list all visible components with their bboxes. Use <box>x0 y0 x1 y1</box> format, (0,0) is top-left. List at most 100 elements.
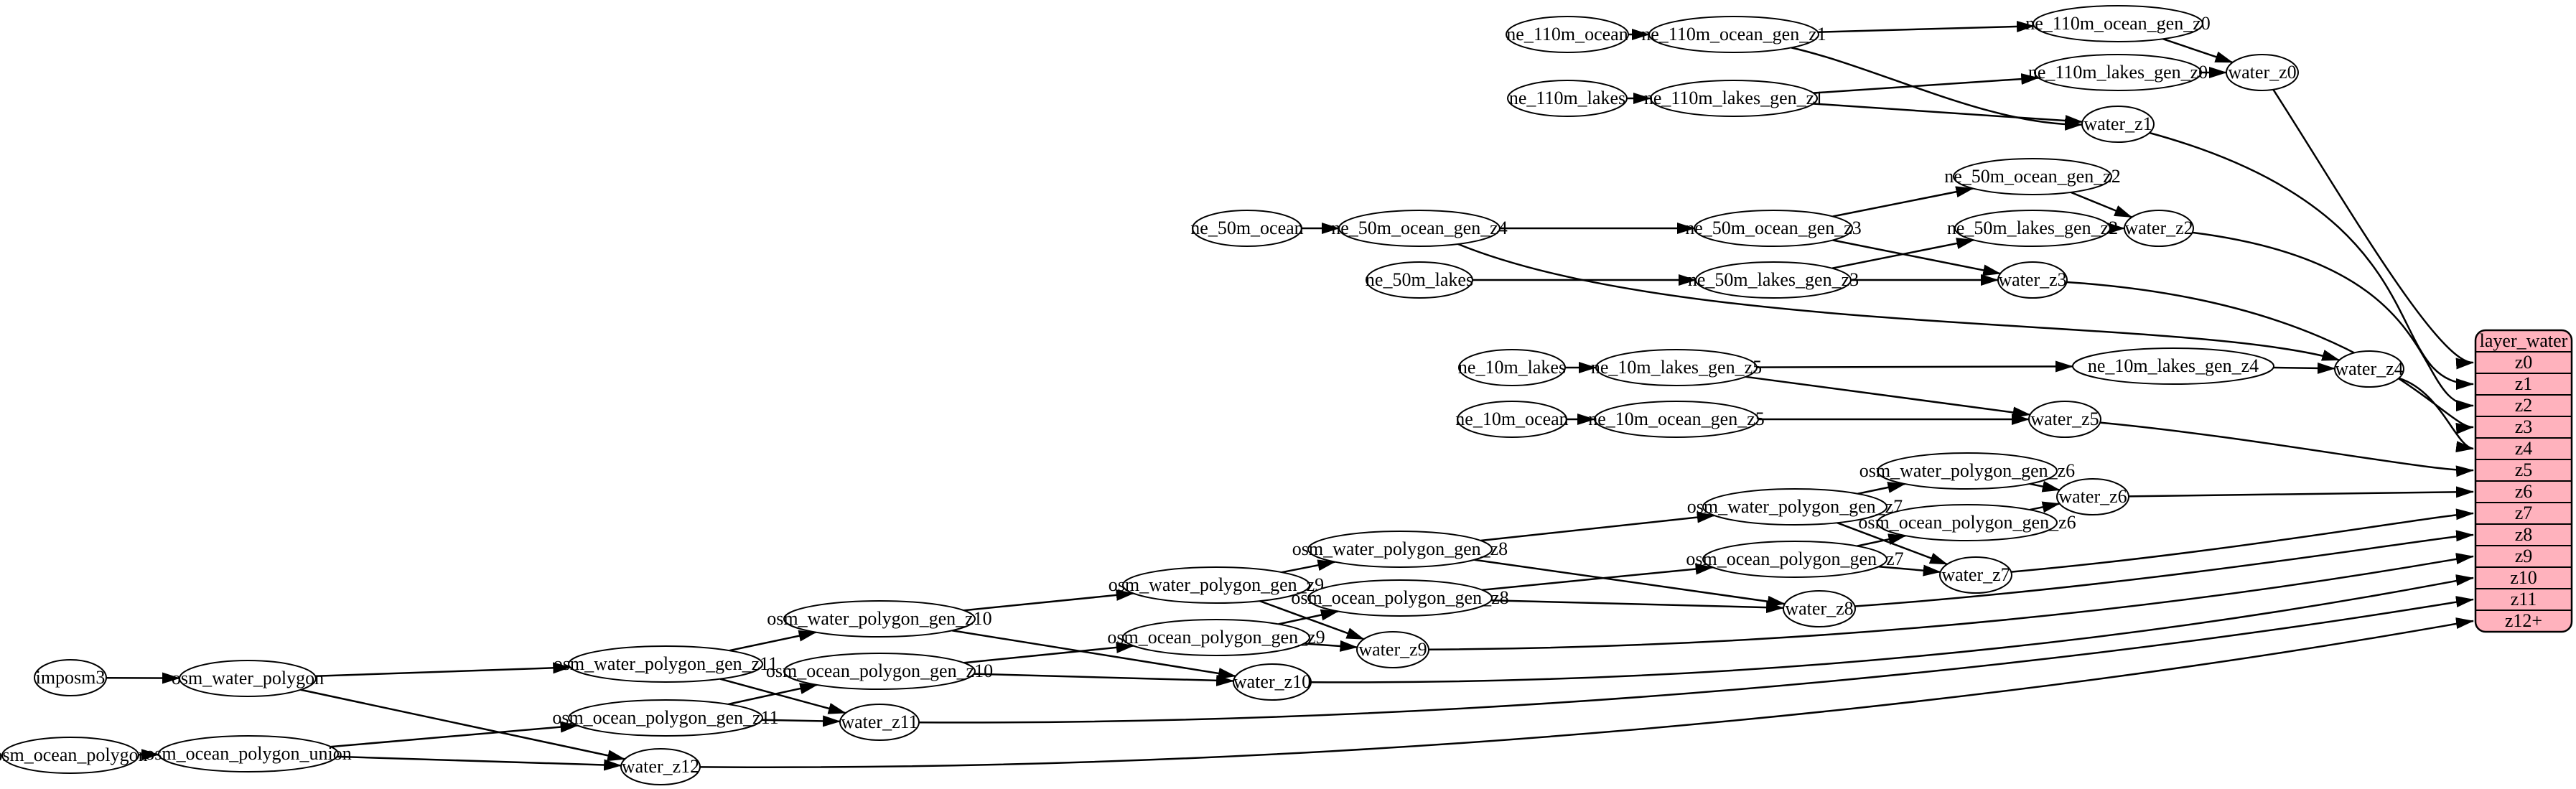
node-osm_water_polygon: osm_water_polygon <box>172 660 324 697</box>
node-ne_10m_lakes_gen_z4: ne_10m_lakes_gen_z4 <box>2072 347 2274 385</box>
node-ellipse <box>783 653 976 690</box>
node-water_z7: water_z7 <box>1939 556 2012 594</box>
node-label: water_z8 <box>1785 598 1853 619</box>
table-row-z12+: z12+ <box>2505 610 2542 631</box>
edge-osm_ocean_polygon_gen_z11-to-water_z11 <box>762 715 841 727</box>
edge-ne_50m_ocean_gen_z4-to-water_z4 <box>1457 243 2341 361</box>
edge-ne_10m_lakes_gen_z5-to-ne_10m_lakes_gen_z4 <box>1756 360 2074 373</box>
node-ellipse <box>1595 349 1758 386</box>
edge-water_z12-to-z12+ <box>699 617 2474 768</box>
node-label: ne_50m_ocean_gen_z3 <box>1685 218 1861 238</box>
node-osm_water_polygon_gen_z7: osm_water_polygon_gen_z7 <box>1687 488 1903 526</box>
node-label: osm_ocean_polygon <box>0 744 148 765</box>
node-ne_50m_ocean_gen_z3: ne_50m_ocean_gen_z3 <box>1685 210 1862 247</box>
node-water_z1: water_z1 <box>2081 106 2155 143</box>
node-label: ne_110m_lakes_gen_z0 <box>2028 62 2208 83</box>
edge-water_z6-to-z6 <box>2128 486 2474 498</box>
node-osm_ocean_polygon_gen_z8: osm_ocean_polygon_gen_z8 <box>1291 579 1509 617</box>
edge-water_z0-to-z0 <box>2272 89 2474 370</box>
node-ellipse <box>1702 488 1887 526</box>
node-osm_ocean_polygon_gen_z7: osm_ocean_polygon_gen_z7 <box>1686 541 1904 578</box>
node-osm_ocean_polygon_gen_z6: osm_ocean_polygon_gen_z6 <box>1858 504 2076 541</box>
node-label: water_z7 <box>1941 564 2010 585</box>
node-ellipse <box>620 748 701 785</box>
node-ellipse <box>2124 210 2194 247</box>
node-osm_ocean_polygon_union: osm_ocean_polygon_union <box>145 735 352 772</box>
table-row-z10: z10 <box>2510 567 2537 588</box>
node-ellipse <box>1122 566 1310 604</box>
node-ellipse <box>1457 401 1567 438</box>
node-ne_10m_lakes_gen_z5: ne_10m_lakes_gen_z5 <box>1591 349 1762 386</box>
edge-osm_ocean_polygon_gen_z7-to-osm_ocean_polygon_gen_z6 <box>1857 533 1907 547</box>
node-label: ne_110m_lakes_gen_z1 <box>1644 88 1824 108</box>
node-ellipse <box>2226 54 2299 91</box>
edge-osm_water_polygon_gen_z6-to-water_z6 <box>2029 480 2061 492</box>
edge-ne_10m_lakes_gen_z5-to-water_z5 <box>1745 375 2031 419</box>
table-row-z7: z7 <box>2515 503 2533 523</box>
node-ne_110m_lakes: ne_110m_lakes <box>1507 80 1628 117</box>
node-ne_110m_ocean_gen_z1: ne_110m_ocean_gen_z1 <box>1641 16 1826 53</box>
edge-osm_ocean_polygon_gen_z10-to-osm_ocean_polygon_gen_z9 <box>963 641 1134 664</box>
node-label: water_z9 <box>1358 639 1427 660</box>
edge-osm_ocean_polygon_union-to-water_z12 <box>337 755 622 771</box>
node-ellipse <box>1694 210 1853 247</box>
table-row-z5: z5 <box>2515 459 2533 480</box>
node-water_z4: water_z4 <box>2334 350 2404 388</box>
node-label: water_z10 <box>1233 671 1311 692</box>
node-ellipse <box>1877 452 2058 490</box>
node-osm_ocean_polygon_gen_z11: osm_ocean_polygon_gen_z11 <box>552 699 779 737</box>
node-ellipse <box>1458 349 1566 386</box>
node-label: ne_50m_ocean_gen_z4 <box>1331 218 1507 238</box>
edge-water_z9-to-z9 <box>1428 553 2474 650</box>
node-label: water_z0 <box>2228 62 2296 83</box>
table-row-z11: z11 <box>2511 589 2537 610</box>
node-water_z6: water_z6 <box>2056 478 2129 515</box>
node-osm_water_polygon_gen_z11: osm_water_polygon_gen_z11 <box>554 645 778 683</box>
edge-water_z7-to-z7 <box>2011 508 2474 573</box>
edge-water_z11-to-z11 <box>918 596 2474 724</box>
edge-osm_water_polygon_gen_z9-to-water_z9 <box>1259 599 1365 640</box>
node-water_z11: water_z11 <box>839 704 920 741</box>
node-label: ne_110m_lakes <box>1509 88 1625 108</box>
node-label: osm_water_polygon_gen_z10 <box>767 608 991 629</box>
node-label: osm_ocean_polygon_gen_z7 <box>1686 548 1903 569</box>
node-ellipse <box>1594 401 1759 438</box>
node-water_z10: water_z10 <box>1233 663 1312 701</box>
node-ellipse <box>1507 80 1628 117</box>
node-ellipse <box>1366 261 1473 299</box>
node-label: ne_10m_lakes_gen_z5 <box>1591 357 1762 378</box>
node-label: osm_ocean_polygon_gen_z10 <box>766 660 993 681</box>
node-label: ne_10m_lakes_gen_z4 <box>2088 355 2259 376</box>
node-label: ne_50m_lakes <box>1366 269 1473 290</box>
edge-ne_110m_lakes_gen_z1-to-water_z1 <box>1813 103 2083 127</box>
node-label: imposm3 <box>36 667 106 688</box>
node-water_z5: water_z5 <box>2028 401 2101 438</box>
edge-osm_water_polygon_gen_z11-to-osm_water_polygon_gen_z10 <box>729 630 817 652</box>
node-water_z8: water_z8 <box>1783 590 1856 627</box>
table-row-z3: z3 <box>2515 416 2533 437</box>
edge-osm_water_polygon_gen_z9-to-osm_water_polygon_gen_z8 <box>1281 559 1336 574</box>
node-ellipse <box>1954 210 2111 247</box>
node-imposm3: imposm3 <box>34 659 107 696</box>
edge-ne_50m_ocean_gen_z3-to-ne_50m_ocean_gen_z2 <box>1832 186 1974 218</box>
node-label: osm_ocean_polygon_gen_z8 <box>1291 587 1508 608</box>
table-row-z4: z4 <box>2515 438 2533 459</box>
table-row-z2: z2 <box>2515 395 2533 416</box>
node-label: osm_ocean_polygon_gen_z6 <box>1858 512 2076 533</box>
node-label: osm_ocean_polygon_union <box>145 743 351 764</box>
node-ellipse <box>1356 631 1429 668</box>
edge-osm_water_polygon_gen_z10-to-water_z10 <box>951 630 1236 679</box>
node-label: water_z2 <box>2124 218 2193 238</box>
node-ellipse <box>1953 158 2112 195</box>
node-label: osm_water_polygon_gen_z7 <box>1687 496 1903 517</box>
node-label: ne_50m_ocean_gen_z2 <box>1944 166 2120 187</box>
edge-water_z4-to-z4 <box>2398 377 2474 453</box>
node-label: water_z11 <box>841 711 918 732</box>
node-label: ne_110m_ocean_gen_z1 <box>1641 24 1826 45</box>
node-osm_ocean_polygon: osm_ocean_polygon <box>0 737 148 774</box>
edge-water_z5-to-z5 <box>2100 421 2474 477</box>
edge-osm_water_polygon_gen_z7-to-osm_water_polygon_gen_z6 <box>1857 482 1906 495</box>
edge-osm_ocean_polygon_gen_z8-to-water_z8 <box>1490 599 1785 614</box>
node-label: ne_10m_ocean_gen_z5 <box>1588 408 1764 429</box>
node-label: osm_water_polygon_gen_z9 <box>1109 574 1324 595</box>
